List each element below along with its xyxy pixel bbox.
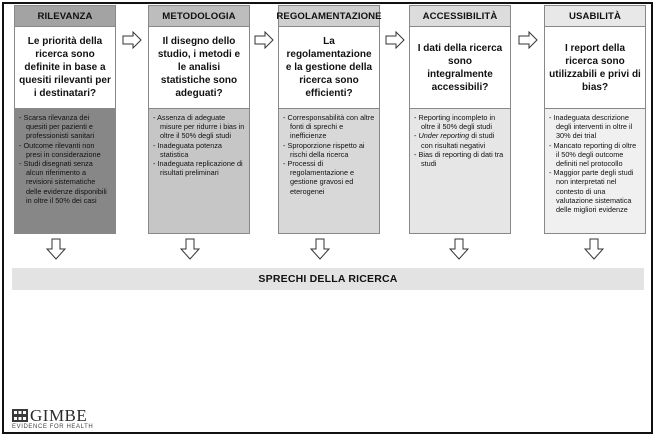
issue-item: Outcome rilevanti non presi in considera… <box>19 141 111 159</box>
issue-item-rest: di studi con risultati negativi <box>421 131 495 150</box>
column-question: Il disegno dello studio, i metodi e le a… <box>148 27 250 109</box>
arrow-right-icon <box>122 31 142 49</box>
issue-item: Inadeguata potenza statistica <box>153 141 245 159</box>
logo-name: GIMBE <box>30 406 88 425</box>
column-issue-list: Reporting incompleto in oltre il 50% deg… <box>409 109 511 234</box>
column-issue-list: Inadeguata descrizione degli interventi … <box>544 109 646 234</box>
issue-item: Studi disegnati senza alcun riferimento … <box>19 159 111 205</box>
gimbe-logo: GIMBE EVIDENCE FOR HEALTH <box>12 406 94 430</box>
column-header: ACCESSIBILITÀ <box>409 5 511 27</box>
issue-item: Corresponsabilità con altre fonti di spr… <box>283 113 375 141</box>
column-accessibilita: ACCESSIBILITÀ I dati della ricerca sono … <box>409 5 511 234</box>
arrow-down-icon <box>46 238 66 260</box>
column-question: I report della ricerca sono utilizzabili… <box>544 27 646 109</box>
column-header: RILEVANZA <box>14 5 116 27</box>
issue-item: Assenza di adeguate misure per ridurre i… <box>153 113 245 141</box>
column-usabilita: USABILITÀ I report della ricerca sono ut… <box>544 5 646 234</box>
issue-item: Processi di regolamentazione e gestione … <box>283 159 375 196</box>
column-question: I dati della ricerca sono integralmente … <box>409 27 511 109</box>
issue-item: Maggior parte degli studi non interpreta… <box>549 168 641 214</box>
column-issue-list: Assenza di adeguate misure per ridurre i… <box>148 109 250 234</box>
logo-tagline: EVIDENCE FOR HEALTH <box>12 424 94 430</box>
arrow-down-icon <box>449 238 469 260</box>
column-header: METODOLOGIA <box>148 5 250 27</box>
issue-item: Mancato reporting di oltre il 50% degli … <box>549 141 641 169</box>
issue-item: Inadeguata replicazione di risultati pre… <box>153 159 245 177</box>
arrow-right-icon <box>518 31 538 49</box>
column-metodologia: METODOLOGIA Il disegno dello studio, i m… <box>148 5 250 234</box>
column-question: La regolamentazione e la gestione della … <box>278 27 380 109</box>
column-header: USABILITÀ <box>544 5 646 27</box>
issue-item: Under reporting di studi con risultati n… <box>414 131 506 149</box>
grid-logo-icon <box>12 409 28 422</box>
arrow-down-icon <box>584 238 604 260</box>
arrow-down-icon <box>180 238 200 260</box>
arrow-right-icon <box>254 31 274 49</box>
arrow-right-icon <box>385 31 405 49</box>
issue-item: Bias di reporting di dati tra studi <box>414 150 506 168</box>
column-issue-list: Scarsa rilevanza dei quesiti per pazient… <box>14 109 116 234</box>
issue-item: Sproporzione rispetto ai rischi della ri… <box>283 141 375 159</box>
issue-item-italic: Under reporting <box>418 131 470 141</box>
column-header: REGOLAMENTAZIONE <box>276 5 382 27</box>
column-regolamentazione: REGOLAMENTAZIONE La regolamentazione e l… <box>276 5 382 234</box>
arrow-down-icon <box>310 238 330 260</box>
research-waste-banner: SPRECHI DELLA RICERCA <box>12 268 644 290</box>
column-rilevanza: RILEVANZA Le priorità della ricerca sono… <box>14 5 116 234</box>
issue-item: Inadeguata descrizione degli interventi … <box>549 113 641 141</box>
issue-item: Scarsa rilevanza dei quesiti per pazient… <box>19 113 111 141</box>
column-issue-list: Corresponsabilità con altre fonti di spr… <box>278 109 380 234</box>
column-question: Le priorità della ricerca sono definite … <box>14 27 116 109</box>
issue-item: Reporting incompleto in oltre il 50% deg… <box>414 113 506 131</box>
